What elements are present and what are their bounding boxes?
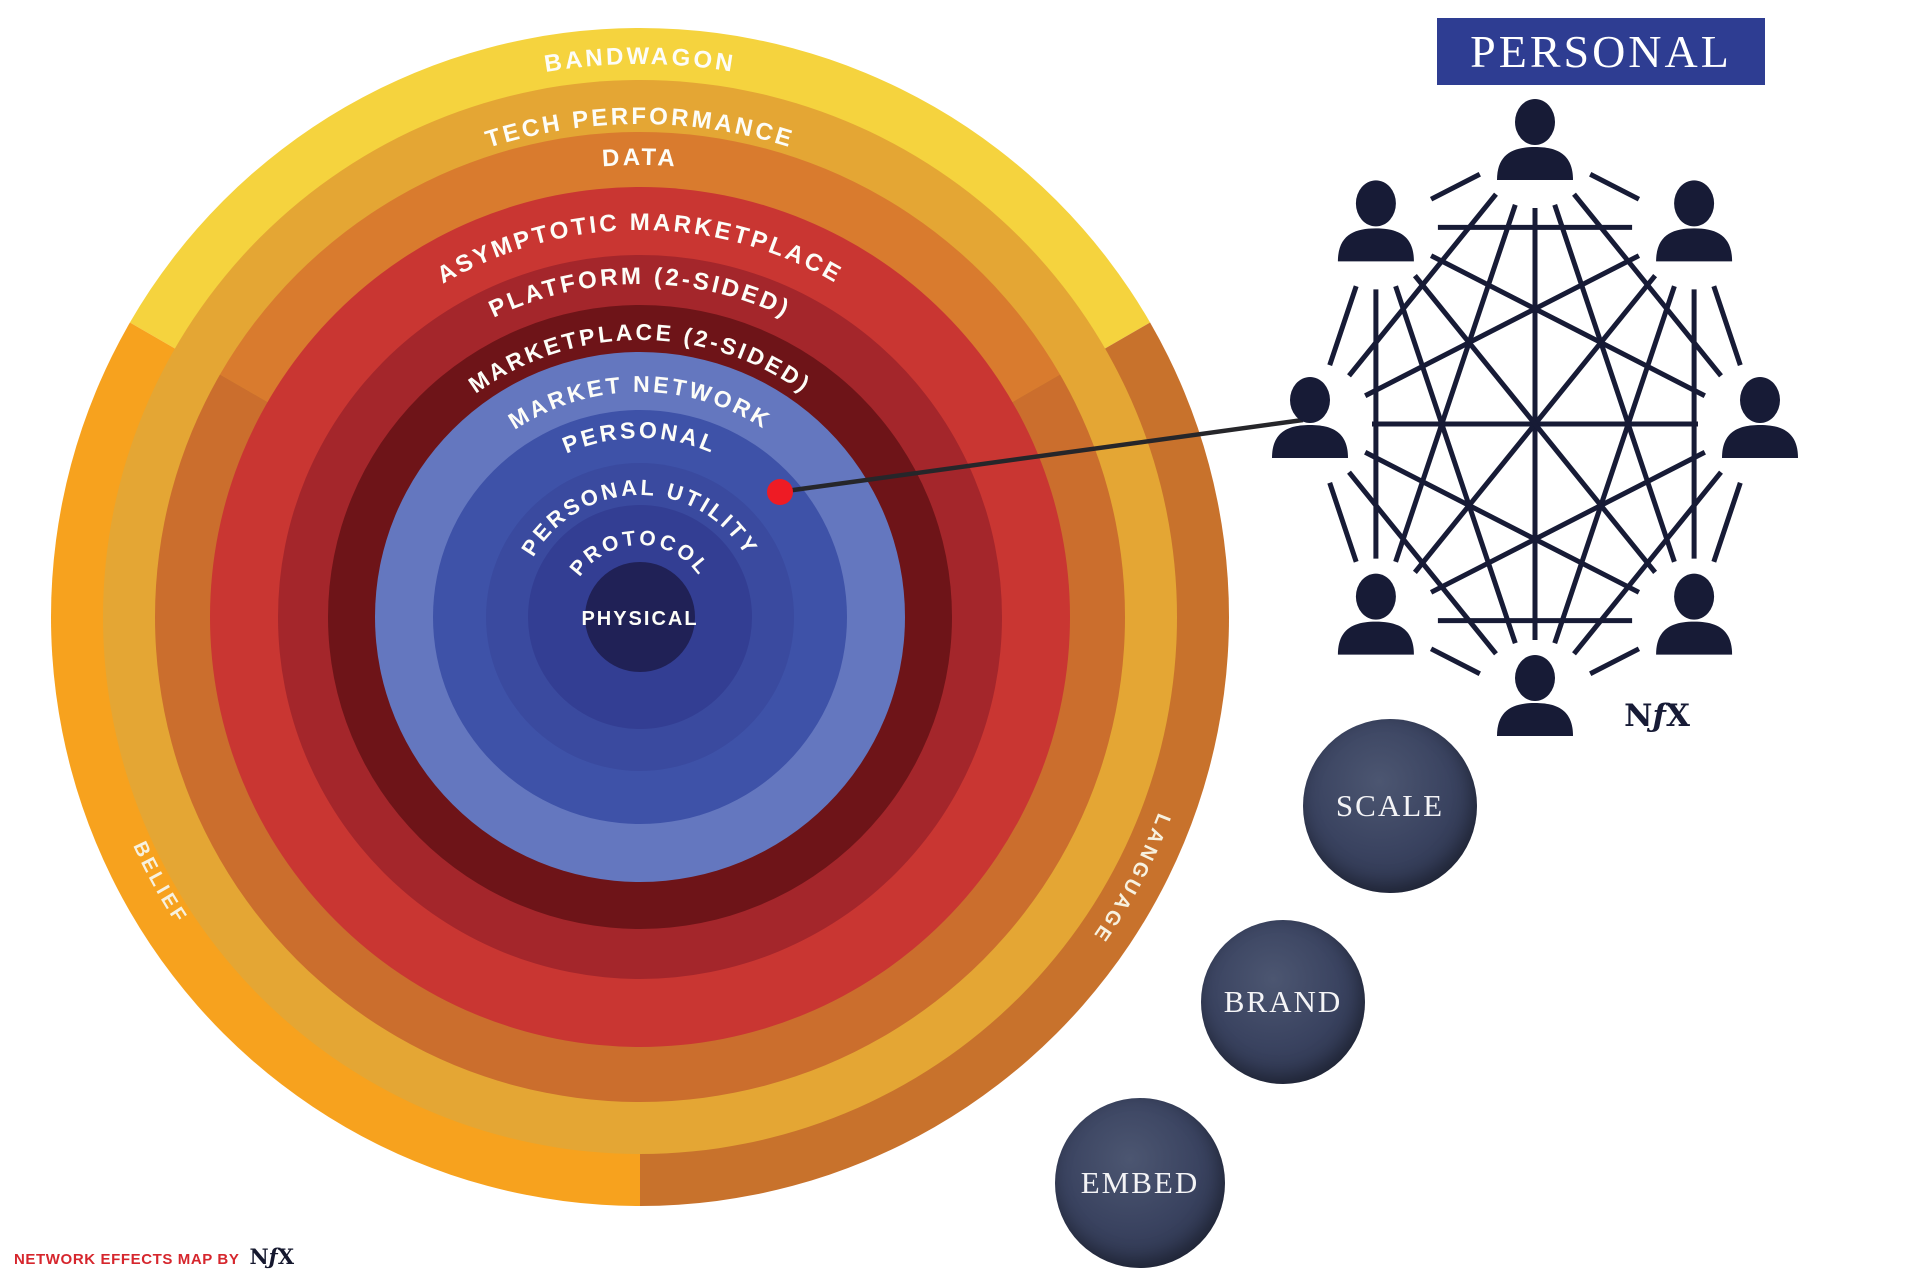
personal-callout-title: PERSONAL [1437,18,1765,85]
person-icon [1656,180,1733,262]
scale-sphere: SCALE [1303,719,1477,893]
network-connection-line [1364,450,1641,595]
network-connection-line [1327,285,1359,367]
network-connection-line [1327,481,1359,563]
nfx-logo-network: NƒX [1624,698,1691,734]
network-connection-line [1429,172,1481,202]
scale-sphere-label: SCALE [1335,788,1445,823]
network-connection-line [1393,285,1518,645]
network-connection-line [1711,285,1743,367]
brand-sphere: BRAND [1201,920,1365,1084]
network-connection-line [1429,646,1481,676]
callout-pointer-dot [767,479,793,505]
footer-credit-text: NETWORK EFFECTS MAP BY [14,1251,240,1268]
person-icon [1497,99,1573,180]
network-connection-line [1393,203,1518,563]
person-icon [1722,377,1798,458]
network-connection-line [1429,450,1706,595]
person-icon [1656,573,1733,655]
personal-callout-title-label: PERSONAL [1470,26,1732,77]
nfx-logo-footer: NƒX [249,1244,294,1269]
physical-label: PHYSICAL [581,608,698,630]
network-connection-line [1589,172,1641,202]
physical-center-circle [585,562,695,672]
network-connection-line [1552,203,1677,563]
network-connection-line [1412,274,1658,574]
ring-label-data: DATA [601,144,678,173]
person-icon [1337,573,1414,655]
person-icon [1497,655,1573,736]
network-connection-line [1552,285,1677,645]
network-connection-line [1429,253,1706,398]
embed-sphere-label: EMBED [1080,1165,1200,1200]
brand-sphere-label: BRAND [1223,984,1343,1019]
network-connection-line [1589,646,1641,676]
callout-pointer-line [785,417,1304,494]
footer: NETWORK EFFECTS MAP BY NƒX [14,1244,294,1269]
network-connection-line [1364,253,1641,398]
embed-sphere: EMBED [1055,1098,1225,1268]
person-icon [1337,180,1414,262]
person-icon [1272,377,1348,458]
network-connection-line [1711,481,1743,563]
